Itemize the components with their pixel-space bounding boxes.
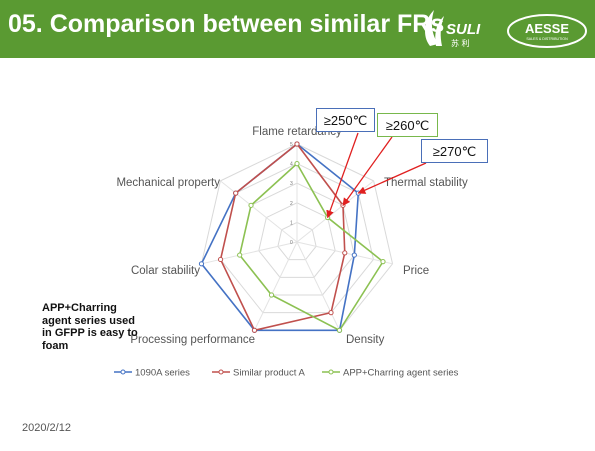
legend-label: 1090A series	[135, 368, 190, 379]
callout-270: ≥270℃	[421, 139, 488, 163]
axis-label: Mechanical property	[116, 177, 220, 189]
series-line	[238, 162, 385, 332]
series-point	[336, 327, 343, 333]
grid-spoke	[254, 241, 298, 331]
leaf-icon	[435, 16, 444, 46]
tick-label: 3	[290, 181, 293, 187]
series-line	[219, 142, 346, 332]
tick-label: 4	[290, 162, 293, 168]
series-point	[342, 250, 348, 256]
series-point	[351, 252, 357, 258]
suli-logo: SULI 苏 利	[425, 10, 481, 48]
annotation-arrow	[342, 136, 393, 206]
series-point	[248, 202, 254, 208]
callout-250: ≥250℃	[316, 108, 375, 132]
series-point	[380, 259, 386, 265]
suli-logo-text: SULI	[446, 21, 481, 38]
callout-260: ≥260℃	[377, 113, 438, 137]
series-point	[217, 256, 224, 263]
legend-label: Similar product A	[233, 368, 305, 379]
header-bar: 05. Comparison between similar FRs SULI …	[0, 0, 595, 58]
tick-label: 0	[290, 240, 293, 246]
grid-spoke	[296, 241, 340, 331]
series-point	[268, 292, 275, 298]
suli-logo-subtext: 苏 利	[451, 38, 470, 48]
grid-ring	[277, 221, 317, 261]
grid-ring	[258, 202, 336, 278]
series-point	[237, 252, 243, 258]
tick-label: 2	[290, 201, 293, 207]
series-point	[233, 190, 239, 196]
series-line	[200, 142, 360, 332]
legend-marker	[328, 369, 334, 375]
foam-note: APP+Charring agent series used in GFPP i…	[42, 302, 138, 352]
slide-date: 2020/2/12	[22, 422, 71, 434]
axis-label: Price	[403, 265, 429, 277]
aesse-logo-text: AESSE	[525, 21, 569, 36]
tick-label: 5	[290, 142, 293, 148]
page-title: 05. Comparison between similar FRs	[8, 10, 445, 38]
axis-label: Colar stability	[131, 265, 200, 277]
series-point	[294, 141, 300, 147]
axis-label: Thermal stability	[384, 177, 468, 189]
tick-label: 1	[290, 220, 293, 226]
legend-label: APP+Charring agent series	[343, 368, 459, 379]
legend-marker	[120, 369, 126, 375]
annotation-arrow	[357, 162, 427, 194]
grid-spoke	[201, 241, 298, 265]
series-point	[294, 161, 300, 167]
series-point	[251, 327, 258, 333]
aesse-logo-subtext: SALES & DISTRIBUTION	[526, 37, 568, 41]
grid-spoke	[220, 180, 298, 243]
annotation-arrow	[326, 132, 359, 219]
axis-label: Density	[346, 334, 385, 346]
legend-marker	[218, 369, 224, 375]
series-point	[328, 310, 334, 316]
leaf-icon	[425, 10, 438, 46]
axis-label: Processing performance	[130, 334, 255, 346]
series-point	[198, 261, 205, 267]
aesse-logo: AESSE SALES & DISTRIBUTION	[507, 14, 587, 48]
